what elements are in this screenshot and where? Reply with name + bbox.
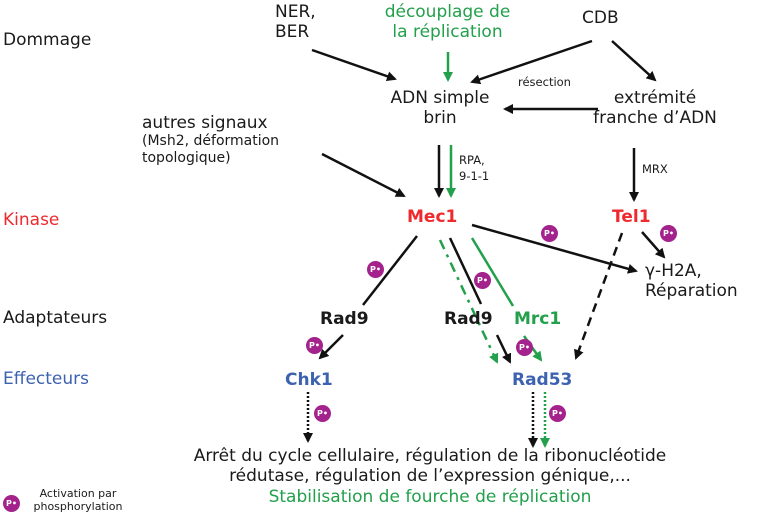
phospho-badge-rad9-chk1: P• — [306, 337, 323, 354]
node-rad53: Rad53 — [512, 370, 573, 390]
row-label-damage: Dommage — [3, 30, 92, 50]
node-other-signals: autres signaux (Msh2, déformation topolo… — [142, 113, 279, 167]
arrow-tel1-to-h2a — [641, 231, 666, 259]
node-tel1: Tel1 — [612, 207, 651, 227]
node-mec1: Mec1 — [407, 207, 458, 227]
line-mec1-to-rad9-mid — [448, 237, 483, 305]
phospho-badge-rad53-outcome: P• — [549, 405, 566, 422]
arrow-mec1-to-h2a — [471, 223, 638, 274]
node-rad9-mid: Rad9 — [444, 309, 493, 329]
node-h2a-repair: γ-H2A, Réparation — [645, 261, 738, 302]
row-label-effectors: Effecteurs — [3, 369, 90, 389]
phospho-badge-mec1-rad9: P• — [367, 261, 384, 278]
node-ner-ber: NER, BER — [275, 2, 316, 43]
arrow-mec1-to-rad53-green — [438, 239, 499, 364]
node-h2a-line1: γ-H2A, — [645, 261, 702, 281]
node-h2a-line2: Réparation — [645, 281, 738, 302]
phospho-badge-mrc1-rad53: P• — [516, 339, 533, 356]
node-mrc1: Mrc1 — [514, 309, 562, 329]
row-label-kinase: Kinase — [3, 210, 60, 230]
phospho-badge-mec1-h2a: P• — [541, 225, 558, 242]
legend-line1: Activation par — [39, 487, 117, 500]
node-chk1: Chk1 — [285, 370, 333, 390]
node-ssdna: ADN simple brin — [380, 88, 500, 129]
node-dna-end-line1: extrémité — [613, 88, 697, 108]
arrow-rad9-to-chk1 — [318, 334, 344, 360]
outcome-line1: Arrêt du cycle cellulaire, régulation de… — [193, 446, 667, 466]
outcome-text: Arrêt du cycle cellulaire, régulation de… — [150, 446, 710, 507]
arrow-tel1-to-rad53 — [574, 232, 624, 360]
phospho-badge-mec1-rad9-mid: P• — [474, 272, 491, 289]
arrow-rad9-to-rad53 — [495, 334, 512, 364]
legend-text: Activation par phosphorylation — [28, 487, 128, 513]
legend-line2: phosphorylation — [33, 500, 123, 514]
node-ner-ber-line2: BER — [275, 22, 310, 43]
line-mec1-to-mrc1 — [470, 237, 515, 307]
edge-label-resection: résection — [518, 75, 571, 89]
arrow-ner-to-ssdna — [311, 48, 397, 82]
node-replication-uncoupling: découplage de la réplication — [380, 2, 515, 43]
line-mec1-to-rad9-left — [362, 235, 418, 306]
node-ssdna-line2: brin — [423, 108, 457, 129]
node-other-signals-line2: (Msh2, déformation — [142, 133, 280, 150]
node-ssdna-line1: ADN simple — [390, 88, 490, 108]
node-replication-uncoupling-line2: la réplication — [392, 22, 503, 43]
row-label-adaptors: Adaptateurs — [3, 308, 108, 328]
node-rad9-left: Rad9 — [320, 309, 369, 329]
node-cdb: CDB — [582, 8, 619, 28]
node-ner-ber-line1: NER, — [275, 2, 316, 22]
arrow-cdb-to-dna-end — [611, 40, 657, 82]
outcome-line2: rédutase, régulation de l’expression gén… — [229, 466, 631, 487]
edge-label-rpa-line2: 9-1-1 — [459, 169, 490, 184]
arrow-other-signals-to-mec1 — [321, 152, 406, 198]
node-dna-end-line2: franche d’ADN — [593, 108, 717, 129]
node-other-signals-line1: autres signaux — [142, 113, 268, 133]
phospho-badge-tel1-h2a: P• — [660, 225, 677, 242]
node-replication-uncoupling-line1: découplage de — [384, 2, 511, 22]
legend-phospho-badge: P• — [3, 495, 20, 512]
node-dna-end: extrémité franche d’ADN — [585, 88, 725, 129]
edge-label-rpa-line1: RPA, — [459, 153, 485, 167]
outcome-line3: Stabilisation de fourche de réplication — [268, 486, 592, 507]
node-other-signals-line3: topologique) — [142, 150, 231, 167]
edge-label-mrx: MRX — [642, 162, 668, 176]
arrow-cdb-to-ssdna — [470, 39, 593, 85]
phospho-badge-chk1-outcome: P• — [314, 405, 331, 422]
edge-label-rpa: RPA, 9-1-1 — [459, 152, 489, 184]
